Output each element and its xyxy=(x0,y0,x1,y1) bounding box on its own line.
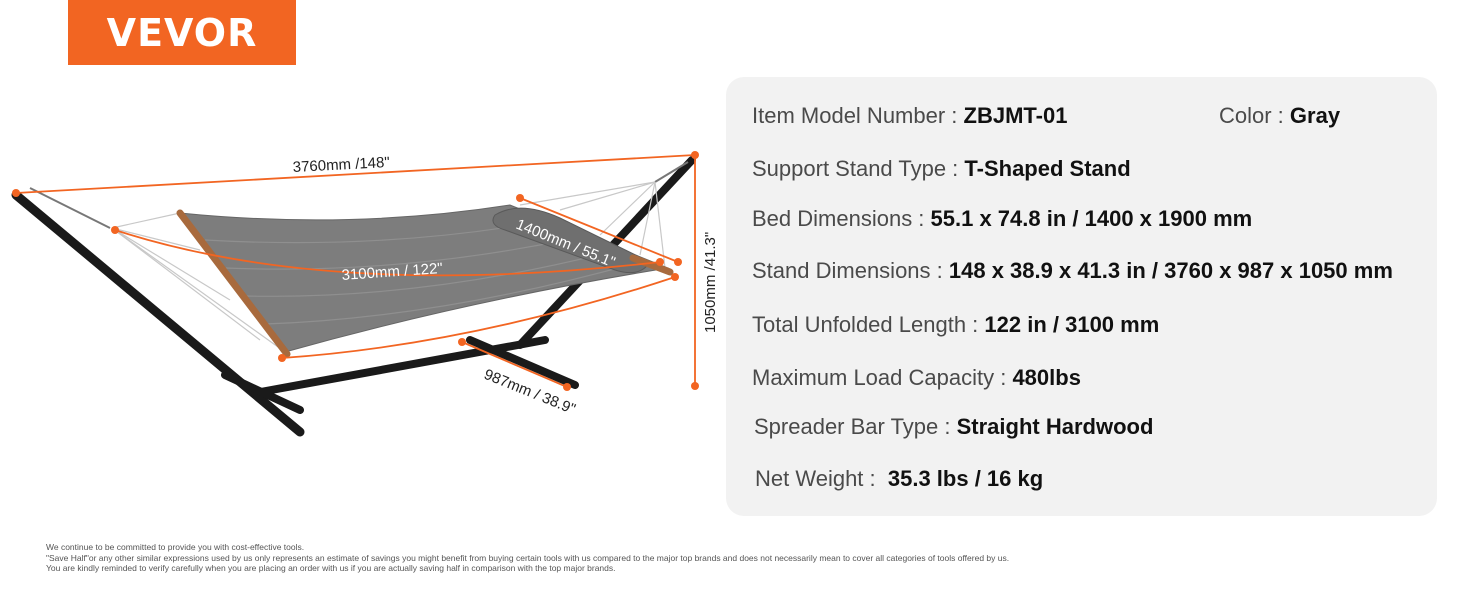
spec-net-weight: Net Weight : 35.3 lbs / 16 kg xyxy=(755,466,1044,491)
chains xyxy=(29,161,689,229)
spec-stand-type: Support Stand Type : T-Shaped Stand xyxy=(752,156,1131,181)
spec-stand-dimensions: Stand Dimensions : 148 x 38.9 x 41.3 in … xyxy=(752,258,1393,283)
vevor-logo: VEVOR xyxy=(68,0,296,65)
label-stand-height: 1050mm /41.3" xyxy=(702,232,719,333)
spec-unfolded-length: Total Unfolded Length : 122 in / 3100 mm xyxy=(752,312,1160,337)
hammock-illustration: 3760mm /148" 3100mm / 122" 1400mm / 55.1… xyxy=(11,151,719,437)
spreader-bar-left xyxy=(176,209,291,358)
label-total-length: 3760mm /148" xyxy=(292,154,390,176)
spec-panel xyxy=(726,77,1437,516)
spreader-bar-right xyxy=(629,254,674,276)
footnote-line: You are kindly reminded to verify carefu… xyxy=(46,563,616,574)
spec-load-capacity: Maximum Load Capacity : 480lbs xyxy=(752,365,1081,390)
spec-spreader-bar: Spreader Bar Type : Straight Hardwood xyxy=(754,414,1154,439)
spec-model: Item Model Number : ZBJMT-01 xyxy=(752,103,1068,128)
footnote-line: "Save Half"or any other similar expressi… xyxy=(46,552,1010,563)
dimension-lines xyxy=(15,154,696,388)
ropes xyxy=(111,181,666,353)
spec-color: Color : Gray xyxy=(1219,103,1341,128)
label-stand-depth: 987mm / 38.9" xyxy=(482,366,578,418)
pillow xyxy=(492,207,651,274)
footnote: We continue to be committed to provide y… xyxy=(46,542,1009,574)
spec-bed-dimensions: Bed Dimensions : 55.1 x 74.8 in / 1400 x… xyxy=(752,206,1253,231)
footnote-line: We continue to be committed to provide y… xyxy=(46,542,305,552)
